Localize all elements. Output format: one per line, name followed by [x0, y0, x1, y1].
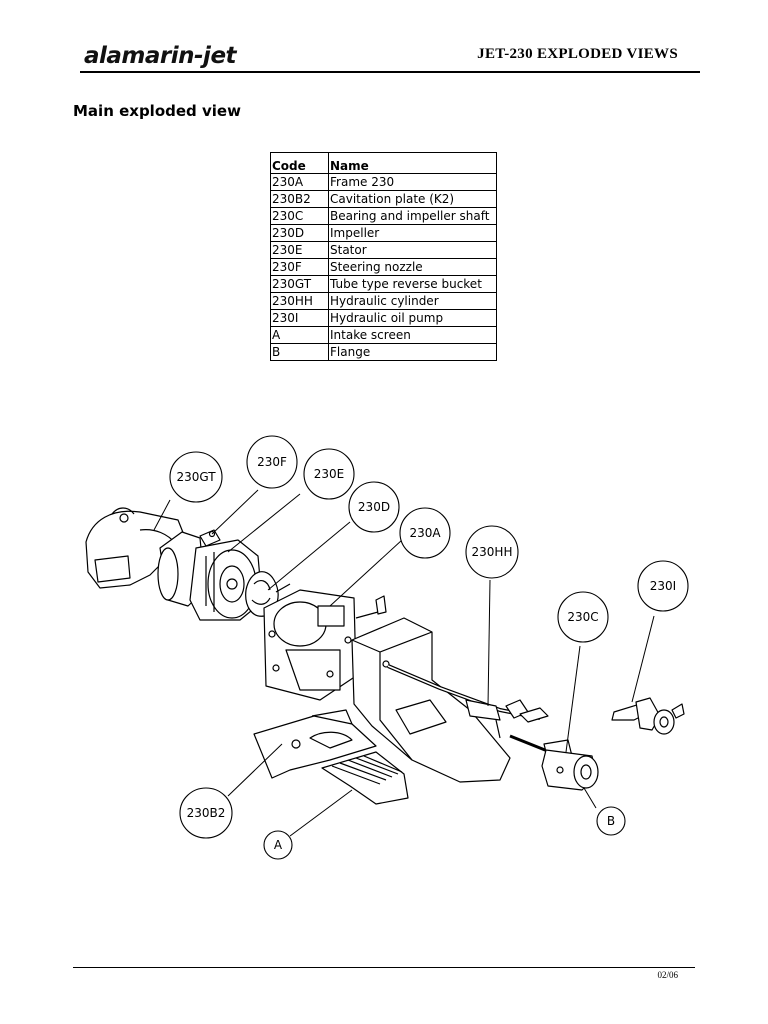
- page-number: 02/06: [657, 970, 678, 980]
- callout-label-230i: 230I: [650, 579, 676, 593]
- cell-name: Cavitation plate (K2): [328, 190, 497, 208]
- callout-230b2: [179, 787, 233, 839]
- callout-b: [596, 806, 626, 836]
- cell-name: Bearing and impeller shaft: [328, 207, 497, 225]
- cell-code: 230I: [270, 309, 329, 327]
- callout-230i: [637, 560, 689, 612]
- section-title: Main exploded view: [73, 102, 241, 120]
- callout-label-230e: 230E: [314, 467, 345, 481]
- brand-logo: alamarin-jet: [84, 43, 237, 69]
- intake-screen-part: [321, 751, 409, 805]
- callout-label-230b2: 230B2: [187, 806, 226, 820]
- callout-a: [263, 830, 293, 860]
- callout-230a: [399, 507, 451, 559]
- callout-230c: [557, 591, 609, 643]
- header-code: Code: [270, 152, 329, 174]
- callout-label-230hh: 230HH: [472, 545, 513, 559]
- callout-label-230f: 230F: [257, 455, 287, 469]
- hydraulic-cylinder-part: [387, 664, 549, 739]
- cell-name: Flange: [328, 343, 497, 361]
- cell-name: Tube type reverse bucket: [328, 275, 497, 293]
- callout-label-230a: 230A: [409, 526, 441, 540]
- callout-230gt: [169, 451, 223, 503]
- impeller-shaft-part: [509, 734, 599, 791]
- reverse-bucket-part: [85, 507, 187, 589]
- cell-code: 230C: [270, 207, 329, 225]
- brand-underline: [80, 71, 700, 73]
- callout-230hh: [465, 525, 519, 579]
- callout-label-b: B: [607, 814, 615, 828]
- callout-230e: [303, 448, 355, 500]
- intake-duct-part: [351, 617, 511, 783]
- callout-label-a: A: [274, 838, 283, 852]
- callout-leaders: [153, 489, 655, 837]
- footer-rule: [73, 967, 695, 968]
- callout-label-230gt: 230GT: [176, 470, 216, 484]
- page-header: alamarin-jet JET-230 EXPLODED VIEWS: [0, 0, 768, 90]
- callout-label-230c: 230C: [567, 610, 598, 624]
- table-header-row: Code Name: [270, 152, 497, 174]
- callout-230f: [246, 435, 298, 489]
- frame-part: [263, 589, 387, 701]
- document-title: JET-230 EXPLODED VIEWS: [477, 46, 678, 62]
- callout-label-230d: 230D: [358, 500, 390, 514]
- callout-230d: [348, 481, 400, 533]
- hydraulic-pump-part: [611, 697, 685, 735]
- cavitation-plate-part: [253, 709, 377, 779]
